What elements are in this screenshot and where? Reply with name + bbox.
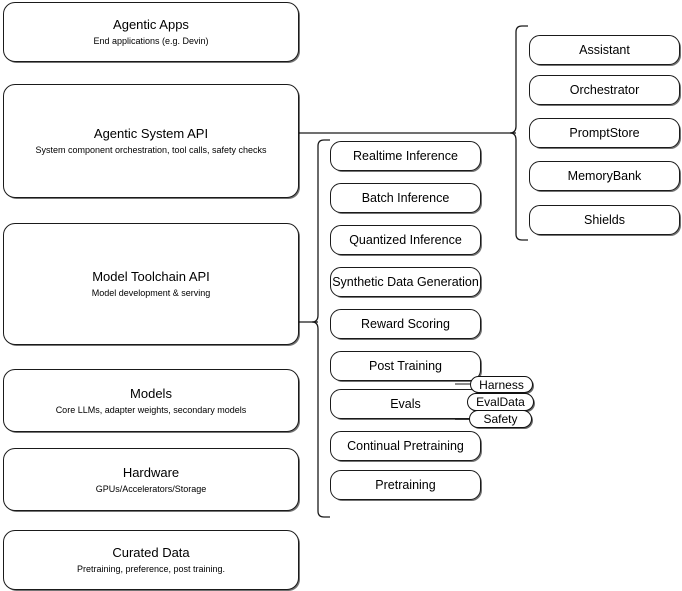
stack-box-models[interactable]: Models Core LLMs, adapter weights, secon… bbox=[3, 369, 299, 432]
box-title: Synthetic Data Generation bbox=[332, 274, 479, 289]
stack-box-curated-data[interactable]: Curated Data Pretraining, preference, po… bbox=[3, 530, 299, 590]
box-title: Quantized Inference bbox=[349, 232, 462, 247]
eval-pill-safety[interactable]: Safety bbox=[469, 410, 532, 428]
toolchain-item-realtime-inference[interactable]: Realtime Inference bbox=[330, 141, 481, 171]
system-item-memorybank[interactable]: MemoryBank bbox=[529, 161, 680, 191]
box-subtitle: Pretraining, preference, post training. bbox=[76, 564, 226, 574]
system-item-orchestrator[interactable]: Orchestrator bbox=[529, 75, 680, 105]
box-title: Pretraining bbox=[375, 477, 436, 492]
box-subtitle: Core LLMs, adapter weights, secondary mo… bbox=[55, 404, 247, 415]
box-title: MemoryBank bbox=[567, 168, 642, 183]
toolchain-item-quantized-inference[interactable]: Quantized Inference bbox=[330, 225, 481, 255]
box-title: Model Toolchain API bbox=[92, 269, 210, 284]
box-subtitle: GPUs/Accelerators/Storage bbox=[95, 483, 207, 494]
box-subtitle: End applications (e.g. Devin) bbox=[93, 36, 209, 46]
box-title: Orchestrator bbox=[569, 82, 640, 97]
box-title: Continual Pretraining bbox=[347, 438, 464, 453]
toolchain-item-synthetic-data-generation[interactable]: Synthetic Data Generation bbox=[330, 267, 481, 297]
stack-box-agentic-apps[interactable]: Agentic Apps End applications (e.g. Devi… bbox=[3, 2, 299, 62]
toolchain-item-evals[interactable]: Evals bbox=[330, 389, 481, 419]
box-title: Models bbox=[130, 385, 172, 401]
toolchain-item-pretraining[interactable]: Pretraining bbox=[330, 470, 481, 500]
brace-system-components bbox=[509, 25, 528, 241]
toolchain-item-batch-inference[interactable]: Batch Inference bbox=[330, 183, 481, 213]
system-item-shields[interactable]: Shields bbox=[529, 205, 680, 235]
system-item-promptstore[interactable]: PromptStore bbox=[529, 118, 680, 148]
stack-box-agentic-system-api[interactable]: Agentic System API System component orch… bbox=[3, 84, 299, 198]
stack-box-model-toolchain-api[interactable]: Model Toolchain API Model development & … bbox=[3, 223, 299, 345]
system-item-assistant[interactable]: Assistant bbox=[529, 35, 680, 65]
box-title: Agentic System API bbox=[93, 126, 209, 141]
toolchain-item-post-training[interactable]: Post Training bbox=[330, 351, 481, 381]
box-title: Hardware bbox=[122, 464, 180, 480]
box-title: Curated Data bbox=[112, 545, 190, 560]
box-subtitle: Model development & serving bbox=[91, 288, 211, 298]
box-title: Assistant bbox=[579, 42, 630, 57]
toolchain-item-reward-scoring[interactable]: Reward Scoring bbox=[330, 309, 481, 339]
box-title: Reward Scoring bbox=[361, 316, 450, 331]
box-title: Realtime Inference bbox=[353, 148, 458, 163]
box-subtitle: System component orchestration, tool cal… bbox=[35, 145, 267, 155]
brace-toolchain-items bbox=[311, 139, 330, 518]
box-title: Evals bbox=[390, 396, 421, 411]
box-title: PromptStore bbox=[569, 125, 640, 140]
box-title: Batch Inference bbox=[361, 190, 450, 205]
box-title: Shields bbox=[584, 212, 625, 227]
eval-pill-evaldata[interactable]: EvalData bbox=[467, 393, 534, 411]
box-title: Post Training bbox=[369, 358, 442, 373]
box-title: Agentic Apps bbox=[113, 17, 189, 32]
stack-box-hardware[interactable]: Hardware GPUs/Accelerators/Storage bbox=[3, 448, 299, 511]
toolchain-item-continual-pretraining[interactable]: Continual Pretraining bbox=[330, 431, 481, 461]
eval-pill-harness[interactable]: Harness bbox=[470, 376, 533, 393]
